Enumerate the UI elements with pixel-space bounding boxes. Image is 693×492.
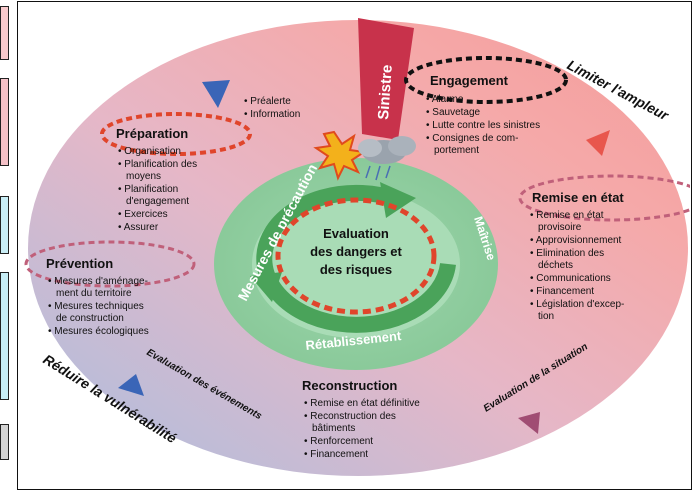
remise-highlight	[518, 174, 690, 222]
reconstruction-item-4: • Financement	[304, 449, 368, 460]
arrow-bottom-left	[118, 374, 144, 396]
sinistre-label: Sinistre	[375, 64, 396, 120]
reconstruction-item-3: • Renforcement	[304, 436, 373, 447]
remise-item-4: • Communications	[530, 273, 611, 284]
prealerte-item-2: • Information	[244, 109, 300, 120]
arrow-top-left	[202, 80, 230, 108]
remise-item-3b: déchets	[538, 260, 573, 271]
diagram-frame: Sinistre Evaluation des dangers et des r…	[17, 1, 692, 490]
engagement-item-4b: portement	[434, 145, 479, 156]
disaster-icon	[313, 130, 416, 181]
prevention-item-2: • Mesures techniques	[48, 301, 144, 312]
inner-core	[252, 190, 460, 338]
side-box-4	[0, 272, 9, 400]
remise-title: Remise en état	[532, 190, 624, 205]
remise-item-6: • Législation d'excep-	[530, 299, 624, 310]
remise-item-5: • Financement	[530, 286, 594, 297]
center-highlight	[275, 197, 437, 315]
preparation-item-5: • Assurer	[118, 222, 159, 233]
engagement-highlight	[404, 56, 568, 104]
sinistre-band	[358, 18, 414, 140]
reconstruction-item-1: • Remise en état définitive	[304, 398, 420, 409]
cycle-arrow-tail-head	[250, 272, 282, 302]
engagement-item-3: • Lutte contre les sinistres	[426, 120, 540, 131]
cycle-arrow	[256, 184, 456, 333]
preparation-highlight	[100, 112, 252, 156]
engagement-title: Engagement	[430, 73, 509, 88]
preparation-item-1: • Organisation	[118, 146, 181, 157]
side-box-5	[0, 424, 9, 460]
prevention-title: Prévention	[46, 256, 113, 271]
prevention-highlight	[24, 240, 196, 288]
prevention-item-1b: ment du territoire	[56, 288, 132, 299]
reconstruction-item-2: • Reconstruction des	[304, 411, 396, 422]
cycle-arrow-head	[380, 182, 416, 218]
remise-item-1b: provisoire	[538, 222, 582, 233]
remise-item-2: • Approvisionnement	[530, 235, 622, 246]
reconstruction-title: Reconstruction	[302, 378, 397, 393]
preparation-title: Préparation	[116, 126, 188, 141]
center-line-1: Evaluation	[323, 226, 389, 241]
preparation-item-3: • Planification	[118, 184, 178, 195]
remise-item-3: • Elimination des	[530, 248, 604, 259]
engagement-item-2: • Sauvetage	[426, 107, 481, 118]
prevention-item-2b: de construction	[56, 313, 124, 324]
prealerte-item-1: • Préalerte	[244, 96, 291, 107]
prevention-item-3: • Mesures écologiques	[48, 326, 149, 337]
preparation-item-2b: moyens	[126, 171, 161, 182]
engagement-item-1: • Alarme	[426, 94, 464, 105]
side-box-2	[0, 78, 9, 166]
prevention-item-1: • Mesures d'aménage-	[48, 276, 148, 287]
remise-item-1: • Remise en état	[530, 210, 604, 221]
preparation-item-3b: d'engagement	[126, 196, 189, 207]
side-box-3	[0, 196, 9, 254]
side-box-1	[0, 6, 9, 60]
center-line-2: des dangers et	[310, 244, 402, 259]
engagement-item-4: • Consignes de com-	[426, 133, 518, 144]
reconstruction-item-2b: bâtiments	[312, 423, 355, 434]
risk-cycle-diagram: Sinistre Evaluation des dangers et des r…	[24, 18, 690, 476]
arrow-bottom-right	[518, 412, 540, 434]
preparation-item-2: • Planification des	[118, 159, 197, 170]
preparation-item-4: • Exercices	[118, 209, 168, 220]
remise-item-6b: tion	[538, 311, 554, 322]
arrow-right	[586, 130, 610, 156]
center-line-3: des risques	[320, 262, 392, 277]
